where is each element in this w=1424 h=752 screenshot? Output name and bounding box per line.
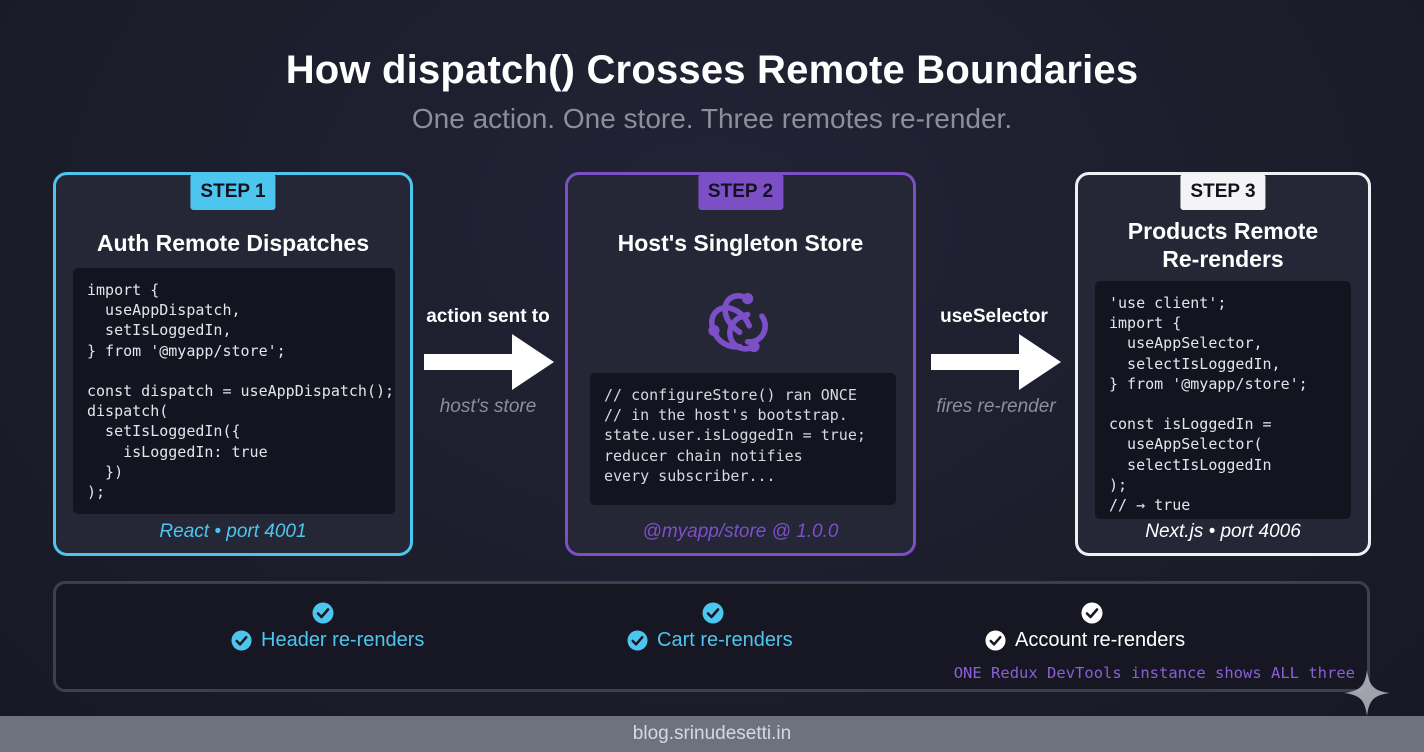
page-subtitle: One action. One store. Three remotes re-… (411, 103, 1013, 134)
result-cart: Cart re-renders (627, 629, 793, 652)
site-url: blog.srinudesetti.in (0, 716, 1424, 752)
step-1-card: STEP 1 Auth Remote Dispatches import { u… (53, 172, 413, 556)
connector-1-sublabel: host's store (439, 396, 537, 417)
step-1-code-block: import { useAppDispatch, setIsLoggedIn, … (73, 268, 395, 514)
step-2-title: Host's Singleton Store (617, 230, 864, 256)
arrow-right-icon (424, 334, 554, 390)
step-2-code-block: // configureStore() ran ONCE // in the h… (590, 373, 896, 505)
step-3-code-block: 'use client'; import { useAppSelector, s… (1095, 281, 1351, 519)
step-1-title: Auth Remote Dispatches (96, 230, 370, 256)
connector-2-sublabel: fires re-render (936, 396, 1056, 417)
step-1-badge: STEP 1 (190, 174, 276, 210)
connector-1-label: action sent to (426, 306, 550, 327)
result-header: Header re-renders (231, 629, 424, 652)
check-circle-icon (702, 602, 724, 624)
step-3-card: STEP 3 Products Remote Re-renders 'use c… (1075, 172, 1371, 556)
arrow-right-icon (931, 334, 1061, 390)
result-cart-label: Cart re-renders (657, 629, 793, 651)
check-circle-icon (985, 630, 1006, 651)
connector-2-label: useSelector (940, 306, 1048, 327)
step-2-card: STEP 2 Host's Singleton Store // configu… (565, 172, 916, 556)
sparkle-icon (1344, 670, 1390, 716)
step-3-footer: Next.js • port 4006 (1145, 521, 1301, 542)
result-account: Account re-renders (985, 629, 1185, 652)
step-2-footer: @myapp/store @ 1.0.0 (642, 521, 839, 542)
check-circle-icon (627, 630, 648, 651)
step-3-title: Products Remote Re-renders (1127, 218, 1319, 272)
step-2-badge: STEP 2 (697, 174, 784, 210)
results-panel: Header re-renders Cart re-renders Accoun… (53, 581, 1370, 692)
step-1-footer: React • port 4001 (159, 521, 307, 542)
check-circle-icon (231, 630, 252, 651)
redux-logo-icon (708, 293, 768, 353)
result-account-label: Account re-renders (1015, 629, 1186, 651)
devtools-note: ONE Redux DevTools instance shows ALL th… (953, 664, 1355, 682)
check-circle-icon (312, 602, 334, 624)
page-title: How dispatch() Crosses Remote Boundaries (285, 48, 1139, 92)
result-header-label: Header re-renders (261, 629, 425, 651)
step-3-badge: STEP 3 (1180, 174, 1266, 210)
check-circle-icon (1081, 602, 1103, 624)
